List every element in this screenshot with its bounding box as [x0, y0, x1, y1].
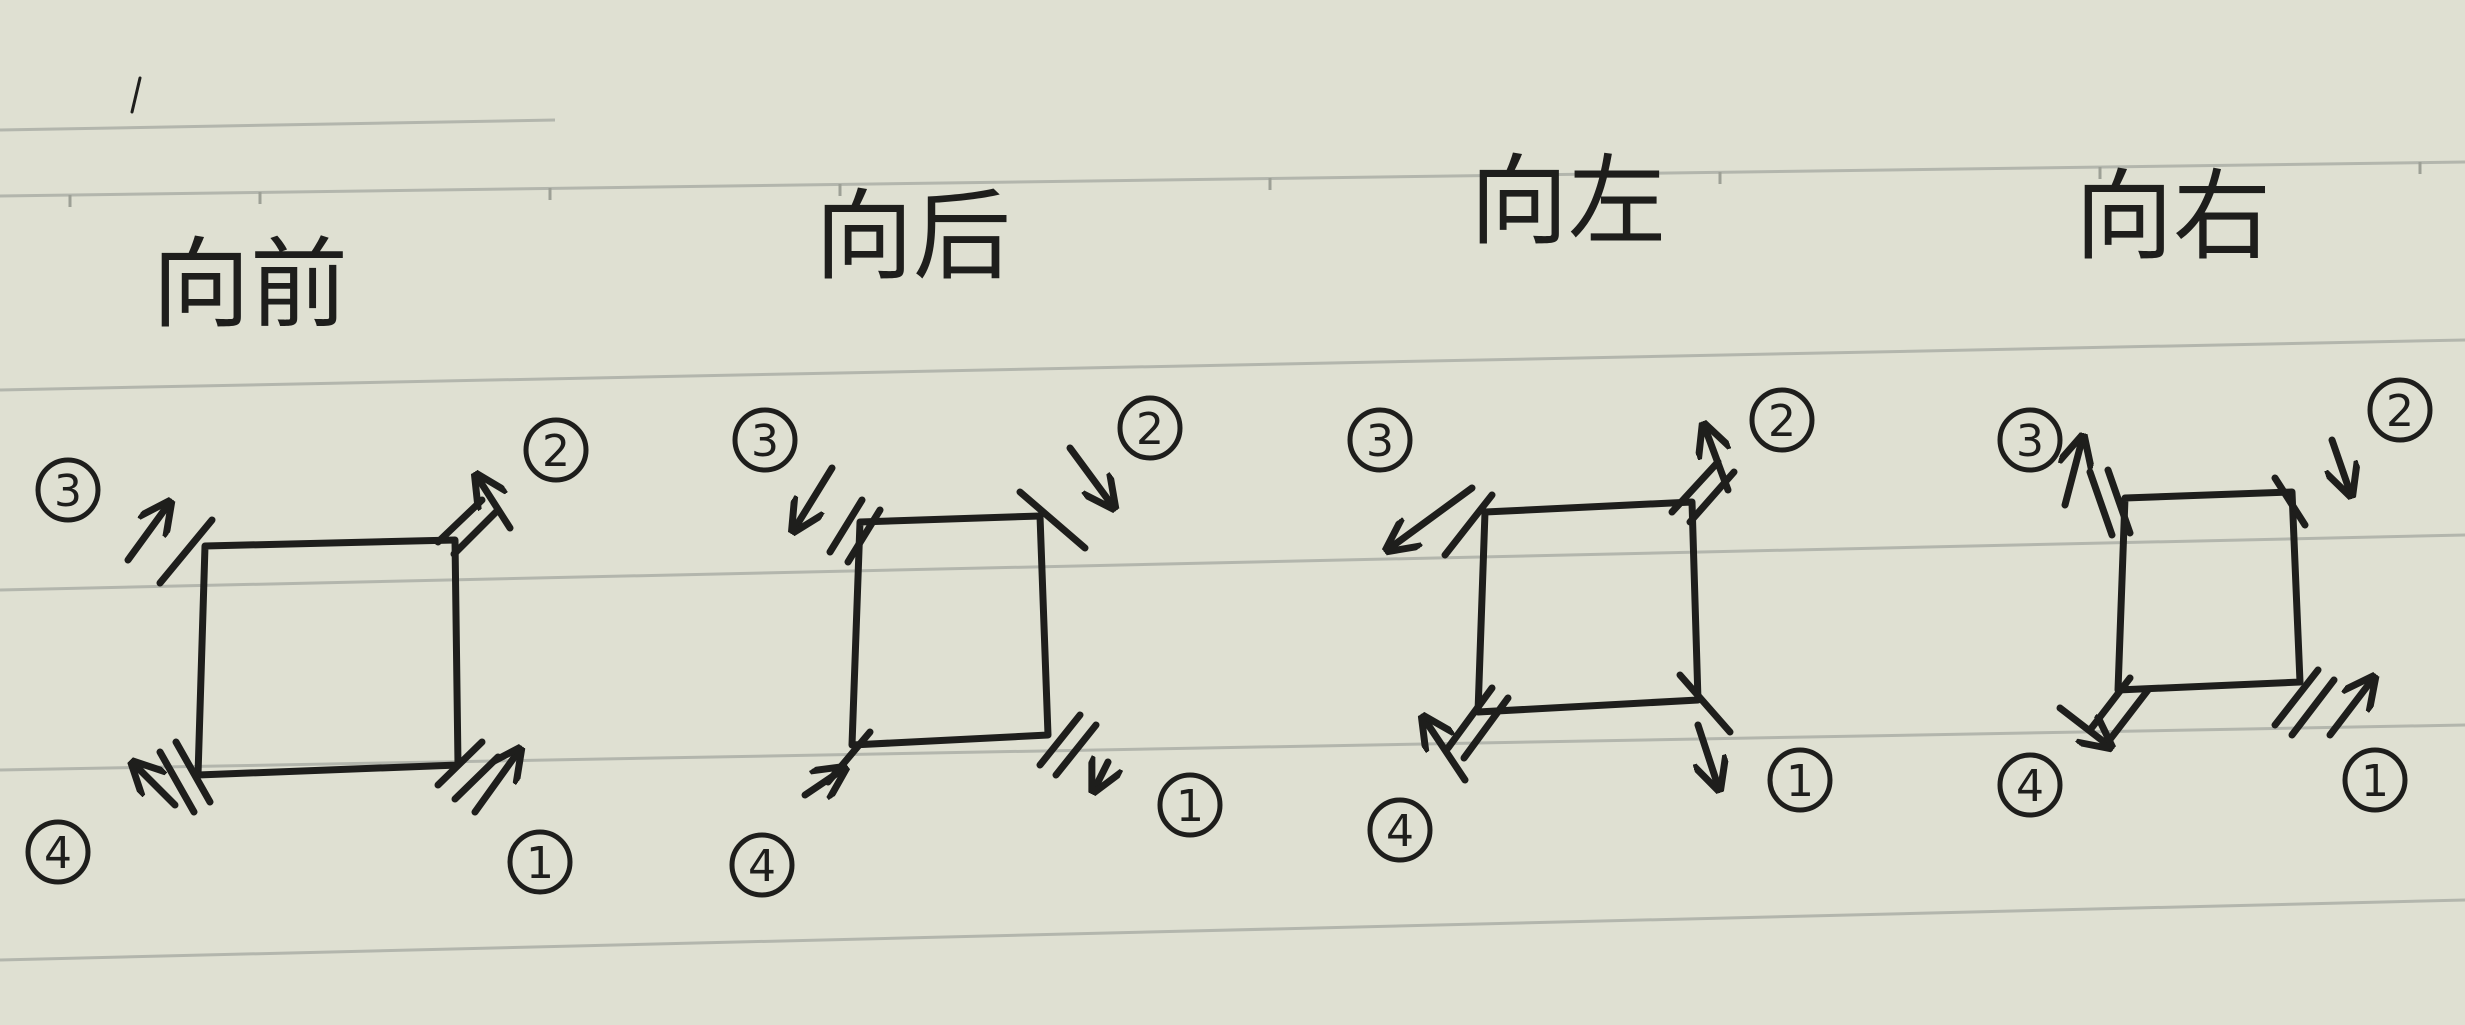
rotor-2-bars [434, 496, 502, 558]
rotor-1-bars [2271, 666, 2338, 739]
pen-mark [130, 76, 142, 114]
rotation-arrow-1 [1698, 721, 1718, 786]
diagram-title: 向左 [1470, 145, 1666, 259]
rotation-arrow-3 [1390, 484, 1476, 548]
rotor-1-bars [1676, 671, 1734, 736]
rotation-arrow-1 [471, 752, 518, 816]
diagram-forward: 向前 3 2 [25, 228, 589, 895]
diagram-title: 向前 [152, 228, 348, 342]
rotation-arrow-1 [2326, 680, 2372, 739]
marker-4: 4 [25, 819, 91, 885]
rotation-arrow-2 [1705, 428, 1732, 494]
rotor-1-bars [1036, 711, 1100, 779]
rotation-arrow-2 [1066, 444, 1112, 505]
marker-4: 4 [729, 832, 795, 898]
marker-1: 1 [1157, 772, 1223, 838]
rotor-3-bars [2086, 466, 2134, 539]
rotation-arrow-3 [795, 464, 836, 528]
marker-2: 2 [1749, 387, 1815, 453]
marker-2: 2 [2367, 377, 2433, 443]
marker-label: 2 [542, 426, 570, 477]
marker-label: 4 [748, 841, 776, 892]
chassis-square [848, 512, 1052, 749]
marker-label: 2 [1768, 396, 1796, 447]
marker-4: 4 [1997, 752, 2063, 818]
marker-2: 2 [523, 417, 589, 483]
marker-label: 1 [1786, 756, 1814, 807]
marker-1: 1 [2342, 747, 2408, 813]
notebook-ruled-lines [0, 118, 2465, 962]
diagram-left: 向左 3 2 4 [1347, 145, 1833, 863]
marker-label: 2 [1136, 404, 1164, 455]
marker-label: 1 [526, 838, 554, 889]
marker-label: 1 [1176, 781, 1204, 832]
marker-label: 3 [1366, 416, 1394, 467]
rotation-arrow-2 [478, 478, 514, 532]
marker-label: 3 [2016, 416, 2044, 467]
rotor-3-bars [156, 516, 216, 587]
marker-label: 3 [54, 466, 82, 517]
diagram-title: 向右 [2075, 160, 2271, 274]
diagram-backward: 向后 3 2 4 [729, 180, 1223, 898]
rotor-3-bars [1441, 491, 1496, 559]
marker-1: 1 [1767, 747, 1833, 813]
rotation-arrow-4 [135, 765, 179, 809]
marker-label: 4 [1386, 806, 1414, 857]
chassis-square [194, 536, 462, 779]
diagram-right: 向右 3 2 4 [1997, 160, 2433, 818]
rotor-4-bars [1444, 684, 1512, 762]
notebook-dot-marks [68, 162, 2422, 207]
marker-4: 4 [1367, 797, 1433, 863]
rotation-arrow-3 [2065, 440, 2082, 509]
marker-label: 4 [44, 828, 72, 879]
marker-1: 1 [507, 829, 573, 895]
rotation-arrow-1 [1095, 762, 1108, 788]
rotation-arrow-2 [2332, 436, 2350, 492]
rotor-2-bars [1016, 488, 1089, 552]
rotor-2-bars [2271, 474, 2309, 529]
marker-2: 2 [1117, 395, 1183, 461]
diagram-title: 向后 [815, 180, 1011, 294]
rotation-arrow-4 [1425, 720, 1469, 784]
marker-3: 3 [1997, 407, 2063, 473]
marker-3: 3 [732, 407, 798, 473]
rotation-arrow-4 [2056, 704, 2108, 745]
marker-label: 1 [2361, 756, 2389, 807]
rotor-2-bars [1668, 458, 1738, 526]
marker-label: 2 [2386, 386, 2414, 437]
rotation-arrow-3 [124, 505, 168, 564]
marker-3: 3 [35, 457, 101, 523]
rotation-arrow-4 [801, 770, 842, 795]
chassis-square [1474, 498, 1702, 716]
marker-label: 4 [2016, 761, 2044, 812]
marker-3: 3 [1347, 407, 1413, 473]
marker-label: 3 [751, 416, 779, 467]
chassis-square [2114, 488, 2304, 694]
rotor-3-bars [826, 496, 884, 566]
